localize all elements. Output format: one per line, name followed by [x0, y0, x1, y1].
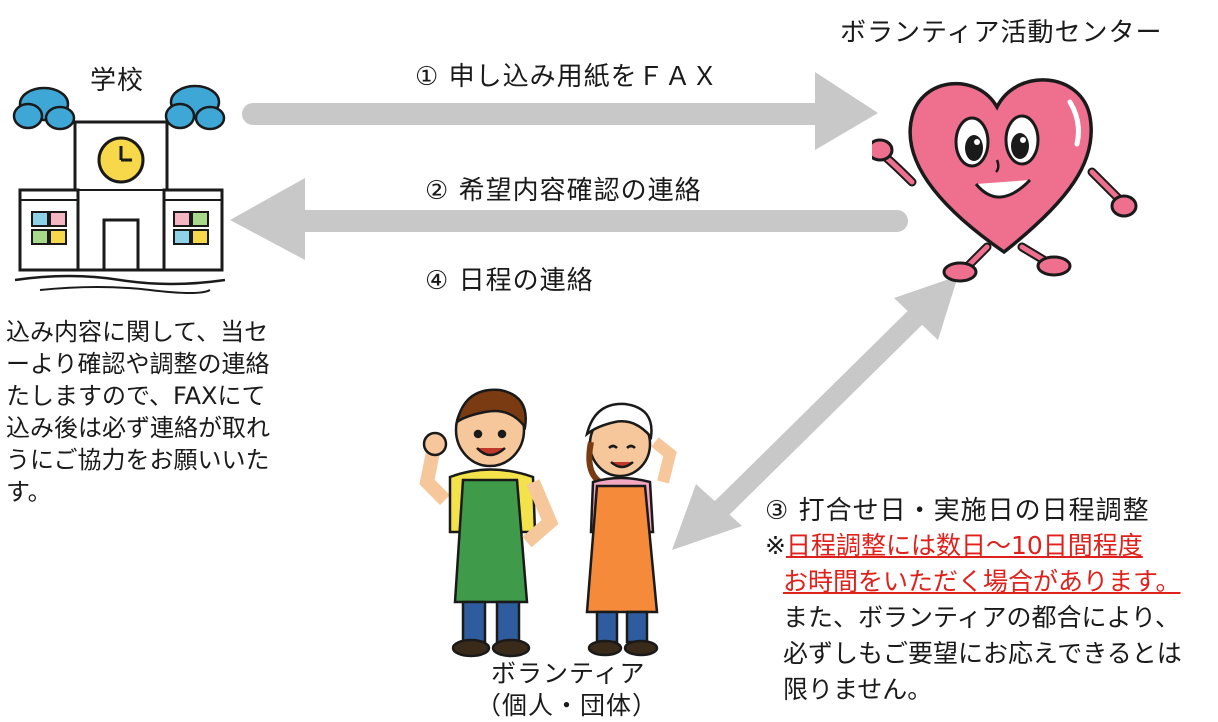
- school-note-line: たしますので、FAXにて: [6, 382, 266, 410]
- arrow-application-fax: [242, 72, 878, 150]
- arrow-schedule-coordination: [672, 276, 958, 550]
- school-building-icon: [12, 84, 226, 294]
- arrow-confirmation-contact: [230, 178, 908, 260]
- notice-line-1: ※日程調整には数日～10日間程度: [765, 528, 1182, 564]
- school-label: 学校: [90, 66, 145, 96]
- school-note: 込み内容に関して、当セ ーより確認や調整の連絡 たしますので、FAXにて 込み後…: [6, 316, 270, 508]
- school-note-line: 込み後は必ず連絡が取れ: [6, 414, 270, 442]
- step1-label: ① 申し込み用紙をＦＡＸ: [415, 62, 719, 92]
- notice-line-5: 限りません。: [783, 675, 933, 704]
- volunteers-illustration: [419, 388, 677, 658]
- school-note-line: す。: [6, 478, 52, 506]
- schedule-notice: ※日程調整には数日～10日間程度 お時間をいただく場合があります。 また、ボラン…: [765, 528, 1182, 708]
- volunteer-sublabel: （個人・団体）: [476, 691, 659, 720]
- notice-line-4: 必ずしもご要望にお応えできるとは: [783, 639, 1182, 668]
- step3-label: ③ 打合せ日・実施日の日程調整: [765, 496, 1150, 526]
- school-note-line: 込み内容に関して、当セ: [6, 318, 269, 346]
- heart-mascot-icon: [872, 78, 1138, 283]
- notice-line-2: お時間をいただく場合があります。: [765, 564, 1182, 600]
- notice-line-3: また、ボランティアの都合により、: [783, 603, 1181, 632]
- school-note-line: ーより確認や調整の連絡: [6, 350, 270, 378]
- notice-red-line-1: 日程調整には数日～10日間程度: [785, 531, 1143, 560]
- step4-label: ④ 日程の連絡: [425, 266, 594, 296]
- center-label: ボランティア活動センター: [840, 18, 1163, 48]
- school-note-line: うにご協力をお願いいた: [6, 446, 270, 474]
- notice-red-line-2: お時間をいただく場合があります。: [783, 567, 1181, 596]
- volunteer-label: ボランティア: [491, 659, 646, 688]
- step2-label: ② 希望内容確認の連絡: [425, 176, 702, 206]
- notice-mark: ※: [765, 531, 786, 560]
